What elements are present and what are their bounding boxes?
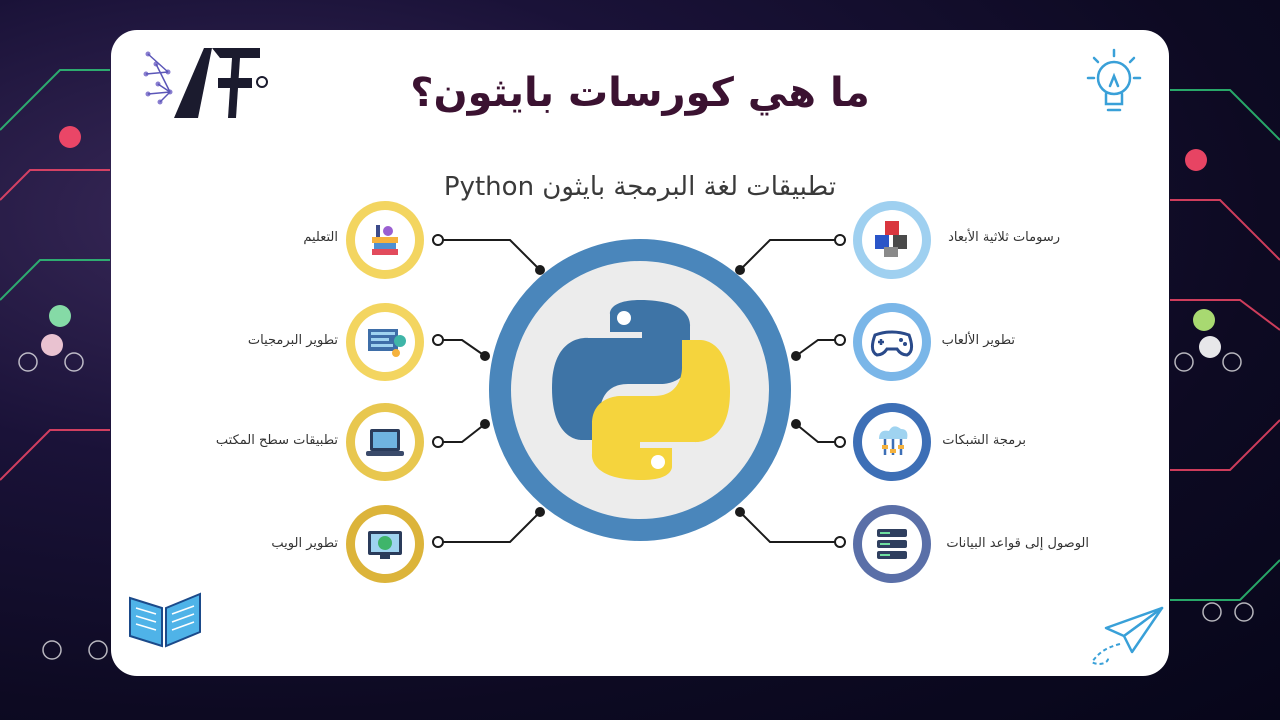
app-label-database-access: الوصول إلى قواعد البيانات: [946, 536, 1089, 551]
lightbulb-icon: [1086, 48, 1142, 112]
content-card: ما هي كورسات بايثون؟ تطبيقات لغة البرمجة…: [111, 30, 1169, 676]
app-label-web-dev: تطوير الويب: [271, 536, 338, 551]
diagram-subtitle: تطبيقات لغة البرمجة بايثون Python: [443, 172, 837, 202]
page-title: ما هي كورسات بايثون؟: [410, 70, 870, 116]
software-icon: [344, 301, 426, 383]
app-label-3d-graphics: رسومات ثلاثية الأبعاد: [948, 230, 1060, 245]
paper-plane-icon: [1090, 606, 1164, 665]
open-book-icon: [129, 592, 201, 648]
app-label-desktop-apps: تطبيقات سطح المكتب: [215, 433, 338, 448]
3d-cubes-icon: [851, 199, 933, 281]
app-label-game-dev: تطوير الألعاب: [941, 333, 1015, 348]
books-icon: [344, 199, 426, 281]
app-label-education: التعليم: [303, 230, 338, 245]
laptop-icon: [344, 401, 426, 483]
gamepad-icon: [851, 301, 933, 383]
af-logo: [143, 48, 268, 118]
cloud-network-icon: [851, 401, 933, 483]
app-label-network-programming: برمجة الشبكات: [942, 433, 1026, 448]
app-label-software-dev: تطوير البرمجيات: [247, 333, 338, 348]
database-icon: [851, 503, 933, 585]
web-globe-icon: [344, 503, 426, 585]
